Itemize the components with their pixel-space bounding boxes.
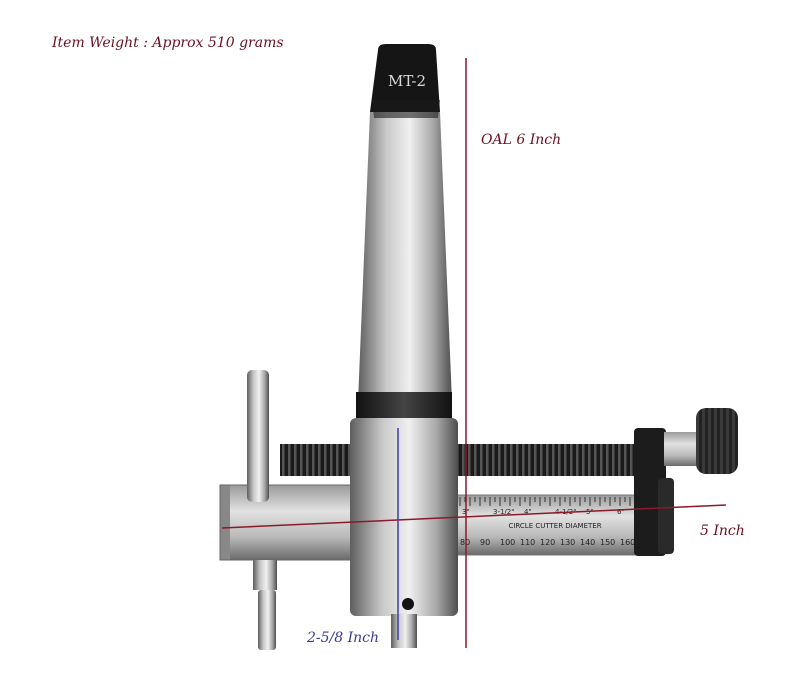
scale-inch-mark: 6" (617, 508, 625, 516)
oal-label: OAL 6 Inch (481, 132, 562, 148)
scale-mm-mark: 120 (540, 538, 555, 547)
scale-mm-mark: 160 (620, 538, 635, 547)
scale-mm-mark: 130 (560, 538, 575, 547)
scale-mm-mark: 150 (600, 538, 615, 547)
scale-title: CIRCLE CUTTER DIAMETER (508, 522, 601, 530)
taper-shank: MT-2 (358, 44, 452, 402)
tool-pin (247, 370, 277, 650)
scale-mm-mark: 140 (580, 538, 595, 547)
knurled-knob (696, 408, 738, 474)
scale-inch-mark: 3-1/2" (493, 508, 514, 516)
scale-mm-mark: 80 (460, 538, 470, 547)
diameter-label: 2-5/8 Inch (307, 630, 380, 646)
scale-mm-mark: 100 (500, 538, 515, 547)
scale-bar: CIRCLE CUTTER DIAMETER 3"3-1/2"4"4-1/2"5… (455, 494, 647, 556)
scale-inch-mark: 4" (524, 508, 532, 516)
taper-marking: MT-2 (388, 72, 426, 90)
scale-mm-mark: 110 (520, 538, 535, 547)
item-weight-label: Item Weight : Approx 510 grams (52, 35, 284, 51)
end-bracket (634, 408, 738, 556)
width-dimension-line (221, 504, 727, 529)
scale-inch-mark: 5" (586, 508, 594, 516)
scale-mm-mark: 90 (480, 538, 490, 547)
width-label: 5 Inch (700, 523, 745, 539)
main-body (350, 392, 458, 648)
